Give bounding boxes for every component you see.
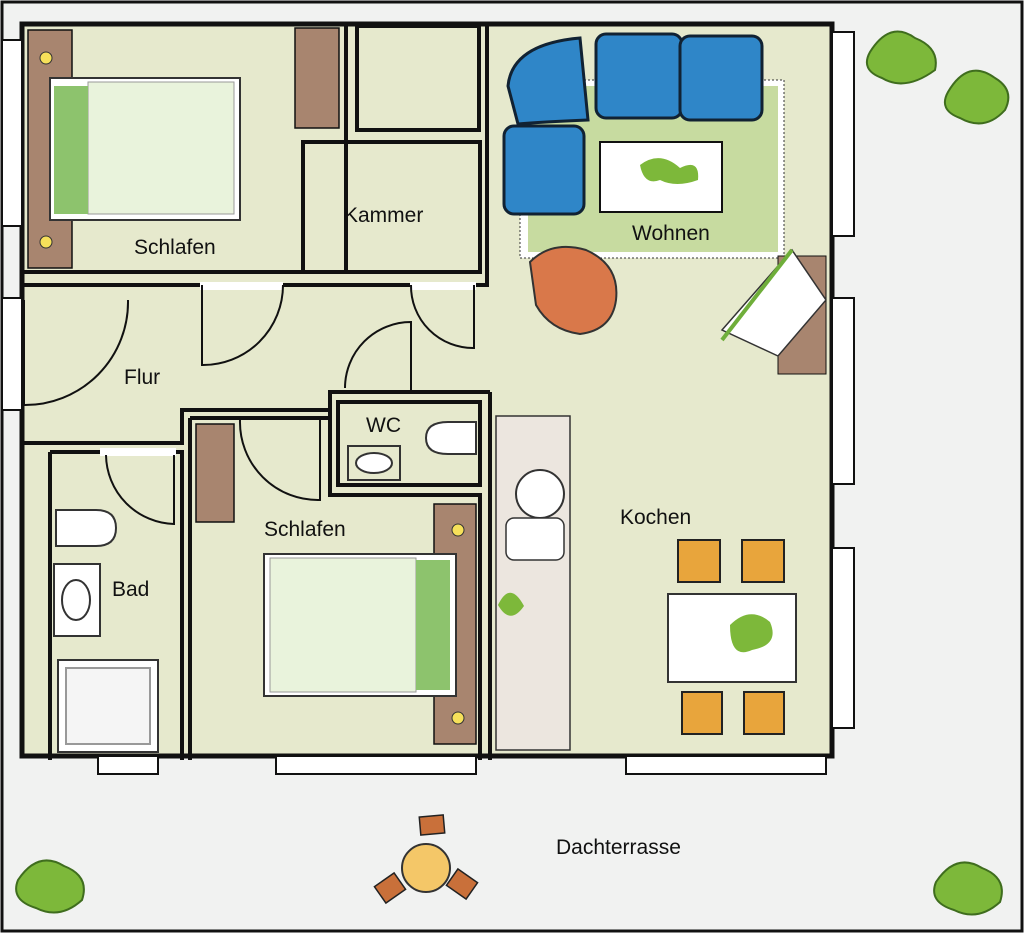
kitchen-counter: [495, 415, 571, 751]
room-label-kammer: Kammer: [344, 204, 423, 227]
wardrobe: [294, 27, 340, 129]
outer-walls: [19, 21, 835, 759]
table-icon: [667, 593, 797, 683]
armchair: [528, 246, 618, 336]
toilet-icon: [347, 421, 477, 481]
terrace-furniture: [373, 814, 479, 905]
inner-walls: [22, 22, 492, 760]
room-label-schlafen-2: Schlafen: [264, 518, 346, 541]
coffee-table: [599, 141, 723, 213]
plant-icon: [15, 30, 1010, 916]
bed-icon-2: [263, 503, 477, 745]
room-label-kochen: Kochen: [620, 506, 691, 529]
bath-fixtures: [53, 509, 159, 753]
bed-icon: [27, 29, 241, 269]
room-label-wohnen: Wohnen: [632, 222, 710, 245]
wardrobe-2: [195, 423, 235, 523]
tv-stand: [720, 248, 827, 375]
room-label-bad: Bad: [112, 578, 149, 601]
room-label-dachterrasse: Dachterrasse: [556, 836, 681, 859]
windows: [1, 31, 855, 775]
room-label-wc: WC: [366, 414, 401, 437]
doors: [23, 282, 476, 526]
chair-icon: [677, 539, 785, 735]
room-label-flur: Flur: [124, 366, 160, 389]
sofa-icon: [502, 32, 764, 216]
room-label-schlafen-1: Schlafen: [134, 236, 216, 259]
